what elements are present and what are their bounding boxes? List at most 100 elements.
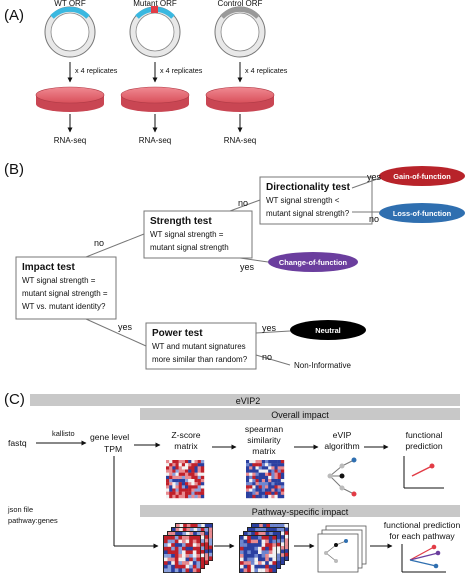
pathway-zscore-cell: [200, 553, 205, 558]
pathway-spearman-cell: [280, 553, 285, 557]
pathway-zscore-cell: [178, 546, 183, 551]
pathway-spearman-cell: [276, 528, 281, 532]
pathway-zscore-cell: [192, 564, 197, 569]
spearman-cell: [261, 488, 266, 492]
pathway-tree-node: [334, 543, 338, 547]
pathway-zscore-cell: [192, 557, 197, 562]
pathway-spearman-cell: [250, 557, 255, 562]
zscore-cell: [200, 479, 205, 483]
zscore-cell: [181, 460, 186, 464]
spearman-cell: [271, 460, 275, 464]
zscore-cell: [181, 479, 186, 483]
pathway-spearman-cell: [258, 546, 262, 551]
spearman-cell: [252, 463, 256, 467]
spearman-cell: [249, 466, 253, 470]
pathway-spearman-cell: [261, 554, 266, 558]
pathway-zscore-cell: [178, 561, 183, 565]
zscore-cell: [172, 475, 176, 480]
spearman-cell: [274, 488, 278, 492]
spearman-cell: [258, 488, 263, 492]
pathway-spearman-cell: [261, 539, 266, 544]
pathway-zscore-stack: [163, 523, 213, 573]
pathway-impact-label: Pathway-specific impact: [252, 507, 349, 517]
spearman-cell: [258, 472, 263, 477]
zscore-cell: [166, 475, 170, 480]
zscore-cell: [181, 482, 186, 486]
zscore-cell: [200, 475, 205, 480]
panel-b-letter: (B): [4, 161, 24, 178]
spearman-cell: [255, 466, 259, 470]
pathway-spearman-cell: [276, 560, 281, 565]
neutral-label: Neutral: [315, 326, 340, 335]
spearman-cell: [261, 463, 266, 467]
zscore-cell: [191, 491, 195, 496]
pathway-zscore-cell: [182, 557, 186, 562]
zscore-cell: [175, 475, 179, 480]
zscore-cell: [178, 472, 183, 477]
zscore-cell: [185, 482, 189, 486]
panel-c: (C) eVIP2 Overall impact Pathway-specifi…: [4, 391, 460, 573]
evip2-label: eVIP2: [236, 396, 261, 406]
zscore-cell: [188, 460, 192, 464]
pathway-spearman-cell: [280, 542, 285, 547]
spearman-cell: [268, 472, 272, 477]
spearman-cell: [258, 463, 263, 467]
spearman-cell: [268, 463, 272, 467]
power-test-title: Power test: [152, 328, 203, 339]
pathway-zscore-cell: [171, 539, 175, 544]
pathway-spearman-cell: [266, 524, 271, 528]
spearman-cell: [274, 485, 278, 489]
pathway-spearman-cell: [240, 550, 244, 555]
pathway-spearman-cell: [265, 546, 269, 551]
functional-each-point-blue: [433, 563, 439, 569]
pathway-spearman-cell: [240, 543, 244, 547]
pathway-spearman-cell: [269, 532, 273, 536]
pathway-zscore-cell: [185, 564, 190, 569]
zscore-cell: [191, 469, 195, 473]
zscore-cell: [197, 475, 202, 480]
zscore-cell: [172, 482, 176, 486]
pathway-spearman-cell: [248, 528, 252, 532]
pathway-spearman-cell: [254, 554, 259, 558]
spearman-cell: [261, 475, 266, 480]
pathway-zscore-cell: [174, 550, 179, 555]
spearman-cell: [277, 491, 282, 496]
zscore-cell: [181, 472, 186, 477]
pathway-spearman-cell: [243, 564, 248, 569]
pathway-zscore-cell: [174, 557, 179, 562]
functional-plot-point: [429, 463, 435, 469]
pathway-spearman-cell: [276, 535, 281, 540]
pathway-zscore-cell: [171, 546, 175, 551]
pathway-zscore-cell: [196, 554, 201, 558]
zscore-cell: [185, 472, 189, 477]
spearman-cell: [268, 460, 272, 464]
spearman-cell: [265, 488, 269, 492]
spearman-cell: [280, 491, 285, 496]
spearman-cell: [255, 472, 259, 477]
spearman-cell: [258, 475, 263, 480]
zscore-cell: [172, 460, 176, 464]
pathway-spearman-cell: [265, 543, 269, 547]
pathway-spearman-cell: [243, 543, 248, 547]
zscore-cell: [166, 466, 170, 470]
panel-a: (A) WT ORF x 4 replicates RNA-seq Mutant…: [4, 0, 288, 145]
spearman-cell: [274, 466, 278, 470]
pathway-spearman-cell: [251, 528, 256, 532]
pathway-zscore-cell: [208, 552, 213, 557]
pathway-zscore-cell: [208, 545, 213, 550]
zscore-label-1: Z-score: [171, 430, 200, 440]
zscore-cell: [181, 491, 186, 496]
pathway-zscore-cell: [192, 543, 197, 547]
pathway-tree-branch-1: [325, 544, 337, 554]
zscore-cell: [188, 479, 192, 483]
pathway-zscore-cell: [164, 546, 168, 551]
mutant-plasmid-hole: [135, 12, 175, 52]
functional-label-2: prediction: [405, 441, 442, 451]
pathway-zscore-cell: [204, 538, 209, 543]
directionality-test-line-1: WT signal strength <: [266, 196, 340, 205]
tree-node-c: [339, 485, 345, 491]
pathway-spearman-cell: [254, 550, 259, 555]
pathway-spearman-cell: [254, 546, 259, 551]
spearman-cell: [268, 466, 272, 470]
spearman-cell: [277, 463, 282, 467]
